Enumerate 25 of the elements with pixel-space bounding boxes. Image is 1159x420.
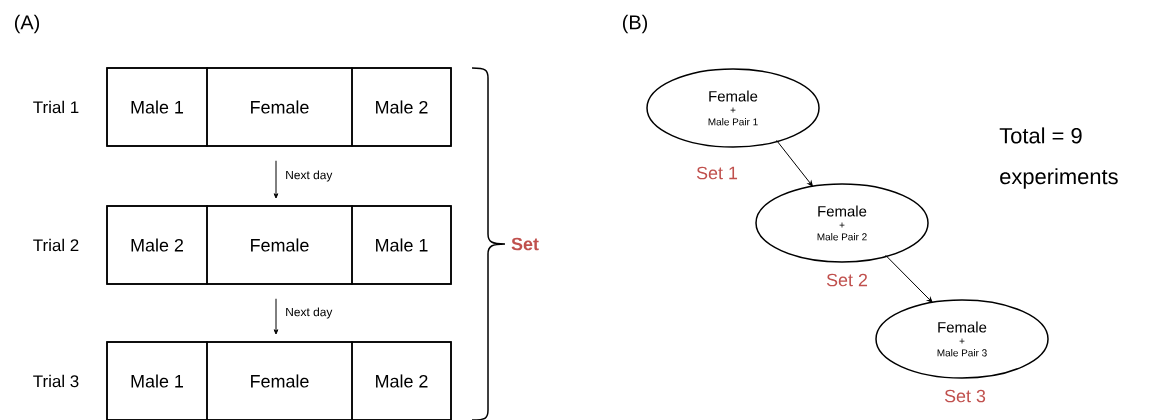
arrow [776,139,813,187]
cell: Male 2 [351,341,452,420]
set-label: Set 3 [944,389,986,403]
arrow [273,160,279,199]
trial-label: Trial 2 [33,238,79,252]
arrow [885,254,933,303]
cell: Male 1 [106,67,208,147]
cell: Female [206,341,353,420]
edge-label: Next day [286,307,333,319]
cell: Female [206,67,353,147]
set-label: Set 1 [696,166,738,180]
cell: Male 1 [106,341,208,420]
edge-label: Next day [286,170,333,182]
arrow [273,298,279,335]
set-label: Set 2 [826,273,868,287]
panel-label: (A) [14,14,40,34]
panel-label: (B) [622,14,648,34]
set-label: Set [511,237,539,251]
cell: Male 2 [351,67,452,147]
trial-label: Trial 1 [33,100,79,114]
cell: Male 2 [106,205,208,285]
trial-label: Trial 3 [33,374,79,388]
cell: Female [206,205,353,285]
total-note: Total = 9 experiments [999,127,1118,189]
cell: Male 1 [351,205,452,285]
